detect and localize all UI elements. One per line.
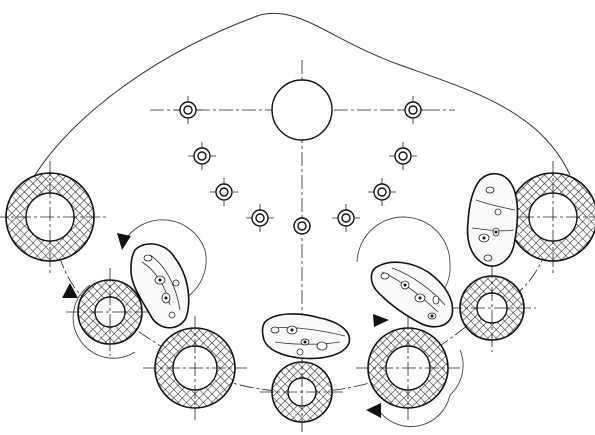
hole-icon — [332, 204, 360, 232]
arrow-head-left-mid — [62, 283, 78, 298]
hole-icon — [293, 217, 311, 235]
hole-icon — [246, 204, 274, 232]
roller-medium — [260, 350, 344, 432]
roller-medium — [448, 264, 536, 352]
particle-upper-right — [466, 172, 519, 267]
arrow-head-right-bottom — [366, 403, 381, 418]
hole-icon — [368, 178, 396, 206]
particle-right — [370, 261, 454, 328]
hole-icon — [188, 142, 216, 170]
roller-large — [0, 161, 106, 273]
rollers — [0, 161, 595, 432]
hole-icon — [210, 178, 238, 206]
housing-outline — [34, 12, 571, 176]
roller-large — [497, 161, 595, 273]
roller-large — [143, 316, 247, 420]
hole-icon — [389, 142, 417, 170]
particles — [130, 172, 519, 360]
hole-icon — [399, 96, 427, 124]
arrow-head-right-top — [373, 314, 389, 327]
roller-large — [356, 316, 460, 420]
bolt-holes — [174, 96, 427, 235]
roller-medium — [66, 268, 154, 356]
central-bore — [271, 79, 333, 141]
arrow-head-left-top — [117, 233, 131, 250]
hole-icon — [174, 96, 202, 124]
particle-left — [130, 243, 190, 329]
particle-center — [261, 313, 351, 360]
